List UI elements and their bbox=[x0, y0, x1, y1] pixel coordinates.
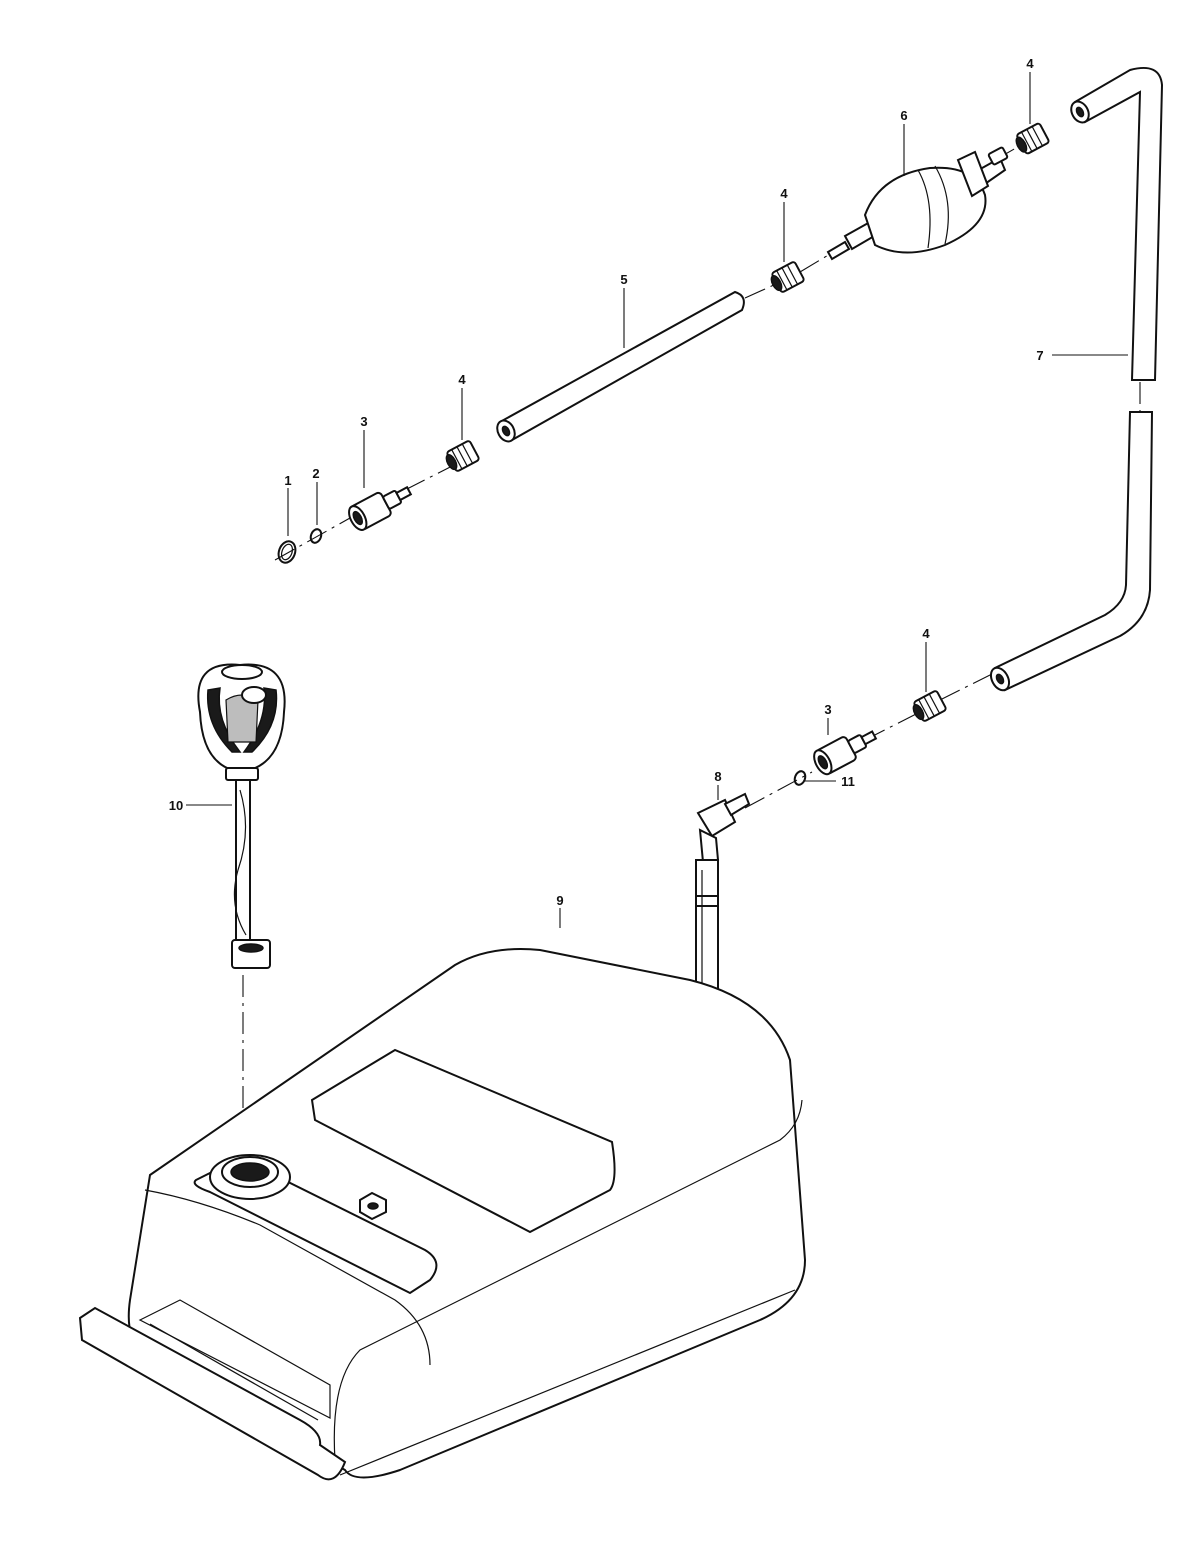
fuel-hose-part-5 bbox=[496, 290, 745, 443]
callout-4-a: 4 bbox=[458, 372, 466, 387]
callout-4-b: 4 bbox=[780, 186, 788, 201]
o-ring-part-2 bbox=[309, 528, 323, 544]
o-ring-part-11 bbox=[793, 770, 807, 786]
callout-1: 1 bbox=[284, 473, 291, 488]
callout-7: 7 bbox=[1036, 348, 1043, 363]
callout-11: 11 bbox=[841, 774, 855, 789]
leader-lines bbox=[186, 72, 1128, 928]
callout-5: 5 bbox=[620, 272, 627, 287]
callout-numbers: 1 2 3 4 5 4 6 4 7 4 3 8 11 10 9 bbox=[169, 56, 1044, 908]
callout-3-upper: 3 bbox=[360, 414, 367, 429]
callout-10: 10 bbox=[169, 798, 183, 813]
fuel-hose-part-7 bbox=[989, 66, 1164, 692]
fuel-gauge-part-10 bbox=[197, 663, 286, 969]
o-ring-part-1 bbox=[277, 540, 297, 564]
primer-bulb-part-6 bbox=[826, 146, 1009, 261]
pickup-elbow-part-8 bbox=[695, 792, 751, 1019]
callout-4-c: 4 bbox=[1026, 56, 1034, 71]
fuel-tank-part-9 bbox=[78, 948, 807, 1481]
callout-2: 2 bbox=[312, 466, 319, 481]
hose-clamp-part-4-a bbox=[445, 440, 480, 472]
connector-part-3-lower bbox=[813, 730, 878, 776]
hose-clamp-part-4-b bbox=[770, 261, 805, 293]
callout-6: 6 bbox=[900, 108, 907, 123]
hose-clamp-part-4-d bbox=[912, 690, 947, 722]
hose-clamp-part-4-c bbox=[1015, 122, 1050, 155]
callout-9: 9 bbox=[556, 893, 563, 908]
connector-part-3-upper bbox=[348, 485, 413, 531]
callout-8: 8 bbox=[714, 769, 721, 784]
callout-3-lower: 3 bbox=[824, 702, 831, 717]
callout-4-d: 4 bbox=[922, 626, 930, 641]
